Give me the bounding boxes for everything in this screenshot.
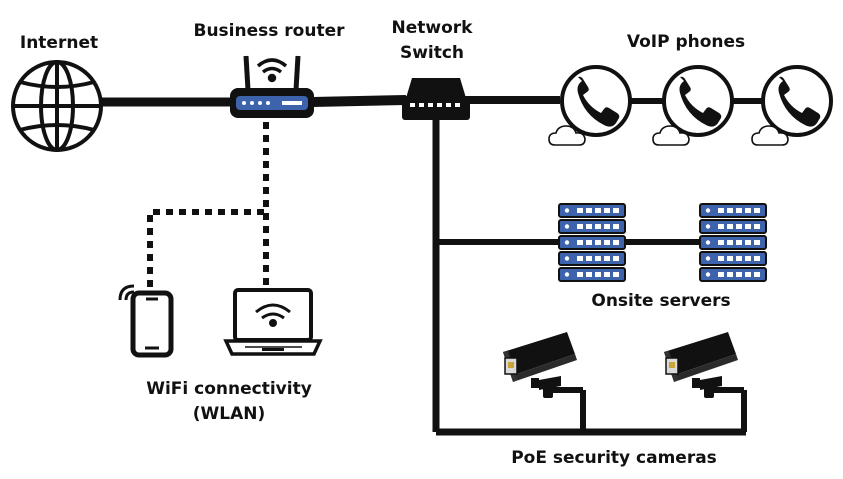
link-router-phone: [147, 209, 264, 290]
cameras-label: PoE security cameras: [511, 448, 717, 468]
servers-label: Onsite servers: [591, 291, 730, 311]
wireless-links: [147, 122, 269, 290]
wifi-icon: [256, 58, 288, 83]
wifi-icon: [118, 284, 135, 301]
switch-label-line1: Network: [392, 18, 474, 38]
link-router-switch: [311, 95, 407, 107]
switch-label-line2: Switch: [400, 43, 464, 63]
wifi-icon: [255, 303, 291, 327]
network-switch-icon: [402, 78, 470, 120]
wifi-label-line2: (WLAN): [193, 404, 266, 424]
voip-phone-icon: [761, 65, 833, 137]
voip-phone-icon: [560, 65, 632, 137]
voip-phone-1: [548, 65, 632, 146]
router-icon: [230, 55, 314, 118]
voip-label: VoIP phones: [627, 32, 745, 52]
server-rack-icon: [559, 204, 625, 281]
server-rack-icon: [700, 204, 766, 281]
voip-phone-icon: [662, 65, 734, 137]
wifi-label-line1: WiFi connectivity: [146, 379, 312, 399]
smartphone-icon: [118, 284, 174, 358]
router-label: Business router: [194, 21, 346, 41]
laptop-icon: [223, 288, 323, 356]
globe-icon: [11, 60, 103, 152]
internet-label: Internet: [20, 33, 98, 53]
voip-phone-3: [751, 65, 833, 146]
voip-phone-2: [652, 65, 734, 146]
